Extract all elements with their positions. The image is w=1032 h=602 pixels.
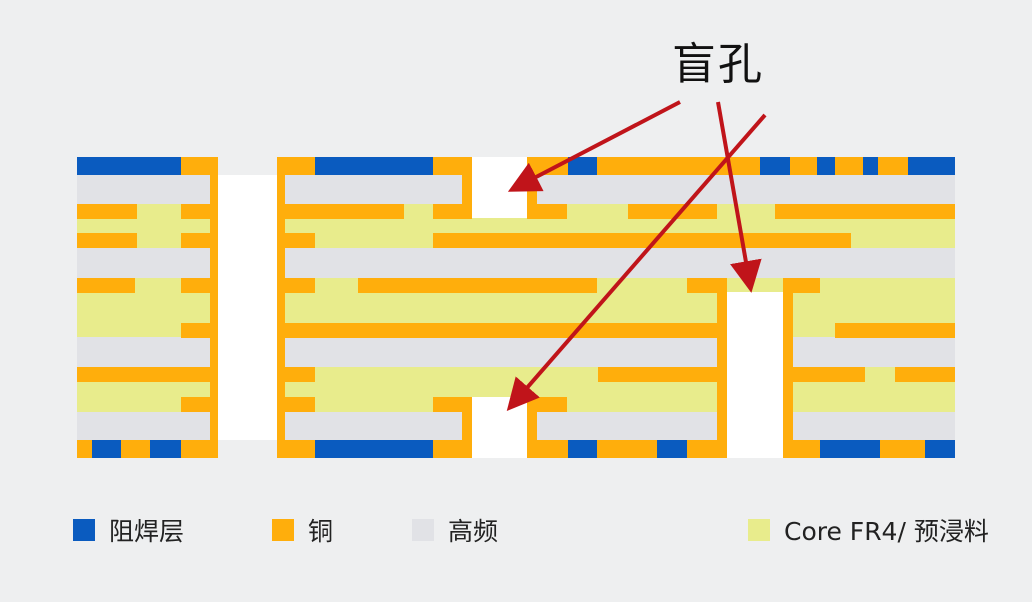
legend-label: Core FR4/ 预浸料 <box>784 517 989 546</box>
buried-via <box>727 292 783 458</box>
copper-trace <box>181 204 218 219</box>
copper-trace <box>181 233 218 248</box>
copper-trace <box>181 397 218 412</box>
legend-solder-mask: 阻焊层 <box>73 512 184 548</box>
copper-pad <box>181 157 218 175</box>
copper-pad <box>790 157 817 175</box>
copper-trace <box>277 367 315 382</box>
via-wall <box>277 157 285 458</box>
via-wall <box>462 157 472 218</box>
via-wall <box>462 397 472 458</box>
solder-mask <box>657 440 687 458</box>
copper-pad <box>835 157 863 175</box>
via-wall <box>527 397 537 458</box>
copper-pad <box>597 157 760 175</box>
high-frequency-layer <box>277 248 955 278</box>
copper-trace <box>277 323 717 338</box>
solder-mask <box>92 440 121 458</box>
core-prepreg-swatch <box>748 519 770 541</box>
high-frequency-layer <box>277 175 955 204</box>
copper-trace <box>77 233 137 248</box>
solder-mask-swatch <box>73 519 95 541</box>
arrow-icon <box>507 100 681 192</box>
legend-core-prepreg: Core FR4/ 预浸料 <box>748 512 989 548</box>
legend-copper: 铜 <box>272 512 333 548</box>
copper-trace <box>783 367 865 382</box>
copper-trace <box>775 204 955 219</box>
high-frequency-layer <box>77 412 218 440</box>
solder-mask <box>77 157 181 175</box>
copper-pad <box>527 440 568 458</box>
solder-mask <box>315 440 433 458</box>
copper-trace <box>77 278 135 293</box>
solder-mask <box>908 157 955 175</box>
solder-mask <box>568 440 597 458</box>
copper-trace <box>598 367 717 382</box>
copper-pad <box>121 440 150 458</box>
legend-label: 高频 <box>448 517 499 546</box>
solder-mask <box>820 440 880 458</box>
blind-via-title: 盲孔 <box>672 39 764 90</box>
copper-trace <box>77 367 218 382</box>
solder-mask <box>315 157 433 175</box>
high-frequency-layer <box>77 337 218 367</box>
copper-swatch <box>272 519 294 541</box>
high-frequency-swatch <box>412 519 434 541</box>
copper-trace <box>181 278 218 293</box>
copper-trace <box>181 323 218 338</box>
legend-label: 铜 <box>308 517 334 546</box>
solder-mask <box>568 157 597 175</box>
via-wall <box>717 278 727 458</box>
high-frequency-layer <box>77 175 218 204</box>
copper-trace <box>358 278 597 293</box>
copper-pad <box>597 440 657 458</box>
via-wall <box>527 157 537 218</box>
copper-trace <box>835 323 955 338</box>
copper-pad <box>277 157 315 175</box>
solder-mask <box>863 157 878 175</box>
solder-mask <box>925 440 955 458</box>
copper-trace <box>77 204 137 219</box>
blind-via-bottom <box>472 397 527 458</box>
copper-trace <box>628 204 717 219</box>
copper-pad <box>880 440 925 458</box>
arrow-icon <box>506 113 767 412</box>
arrow-icon <box>716 101 762 293</box>
via-wall <box>210 157 218 458</box>
via-wall <box>783 278 793 458</box>
copper-trace <box>433 233 851 248</box>
copper-trace <box>895 367 955 382</box>
high-frequency-layer <box>277 337 955 367</box>
solder-mask <box>817 157 835 175</box>
legend-label: 阻焊层 <box>109 517 185 546</box>
legend-high-frequency: 高频 <box>412 512 498 548</box>
copper-trace <box>277 204 404 219</box>
solder-mask <box>760 157 790 175</box>
copper-trace <box>277 397 315 412</box>
copper-pad <box>77 440 92 458</box>
copper-trace <box>277 233 315 248</box>
copper-pad <box>181 440 218 458</box>
copper-pad <box>878 157 908 175</box>
copper-pad <box>277 440 315 458</box>
high-frequency-layer <box>77 248 218 278</box>
through-hole <box>218 175 277 440</box>
solder-mask <box>150 440 181 458</box>
high-frequency-layer <box>277 412 955 440</box>
copper-trace <box>277 278 315 293</box>
